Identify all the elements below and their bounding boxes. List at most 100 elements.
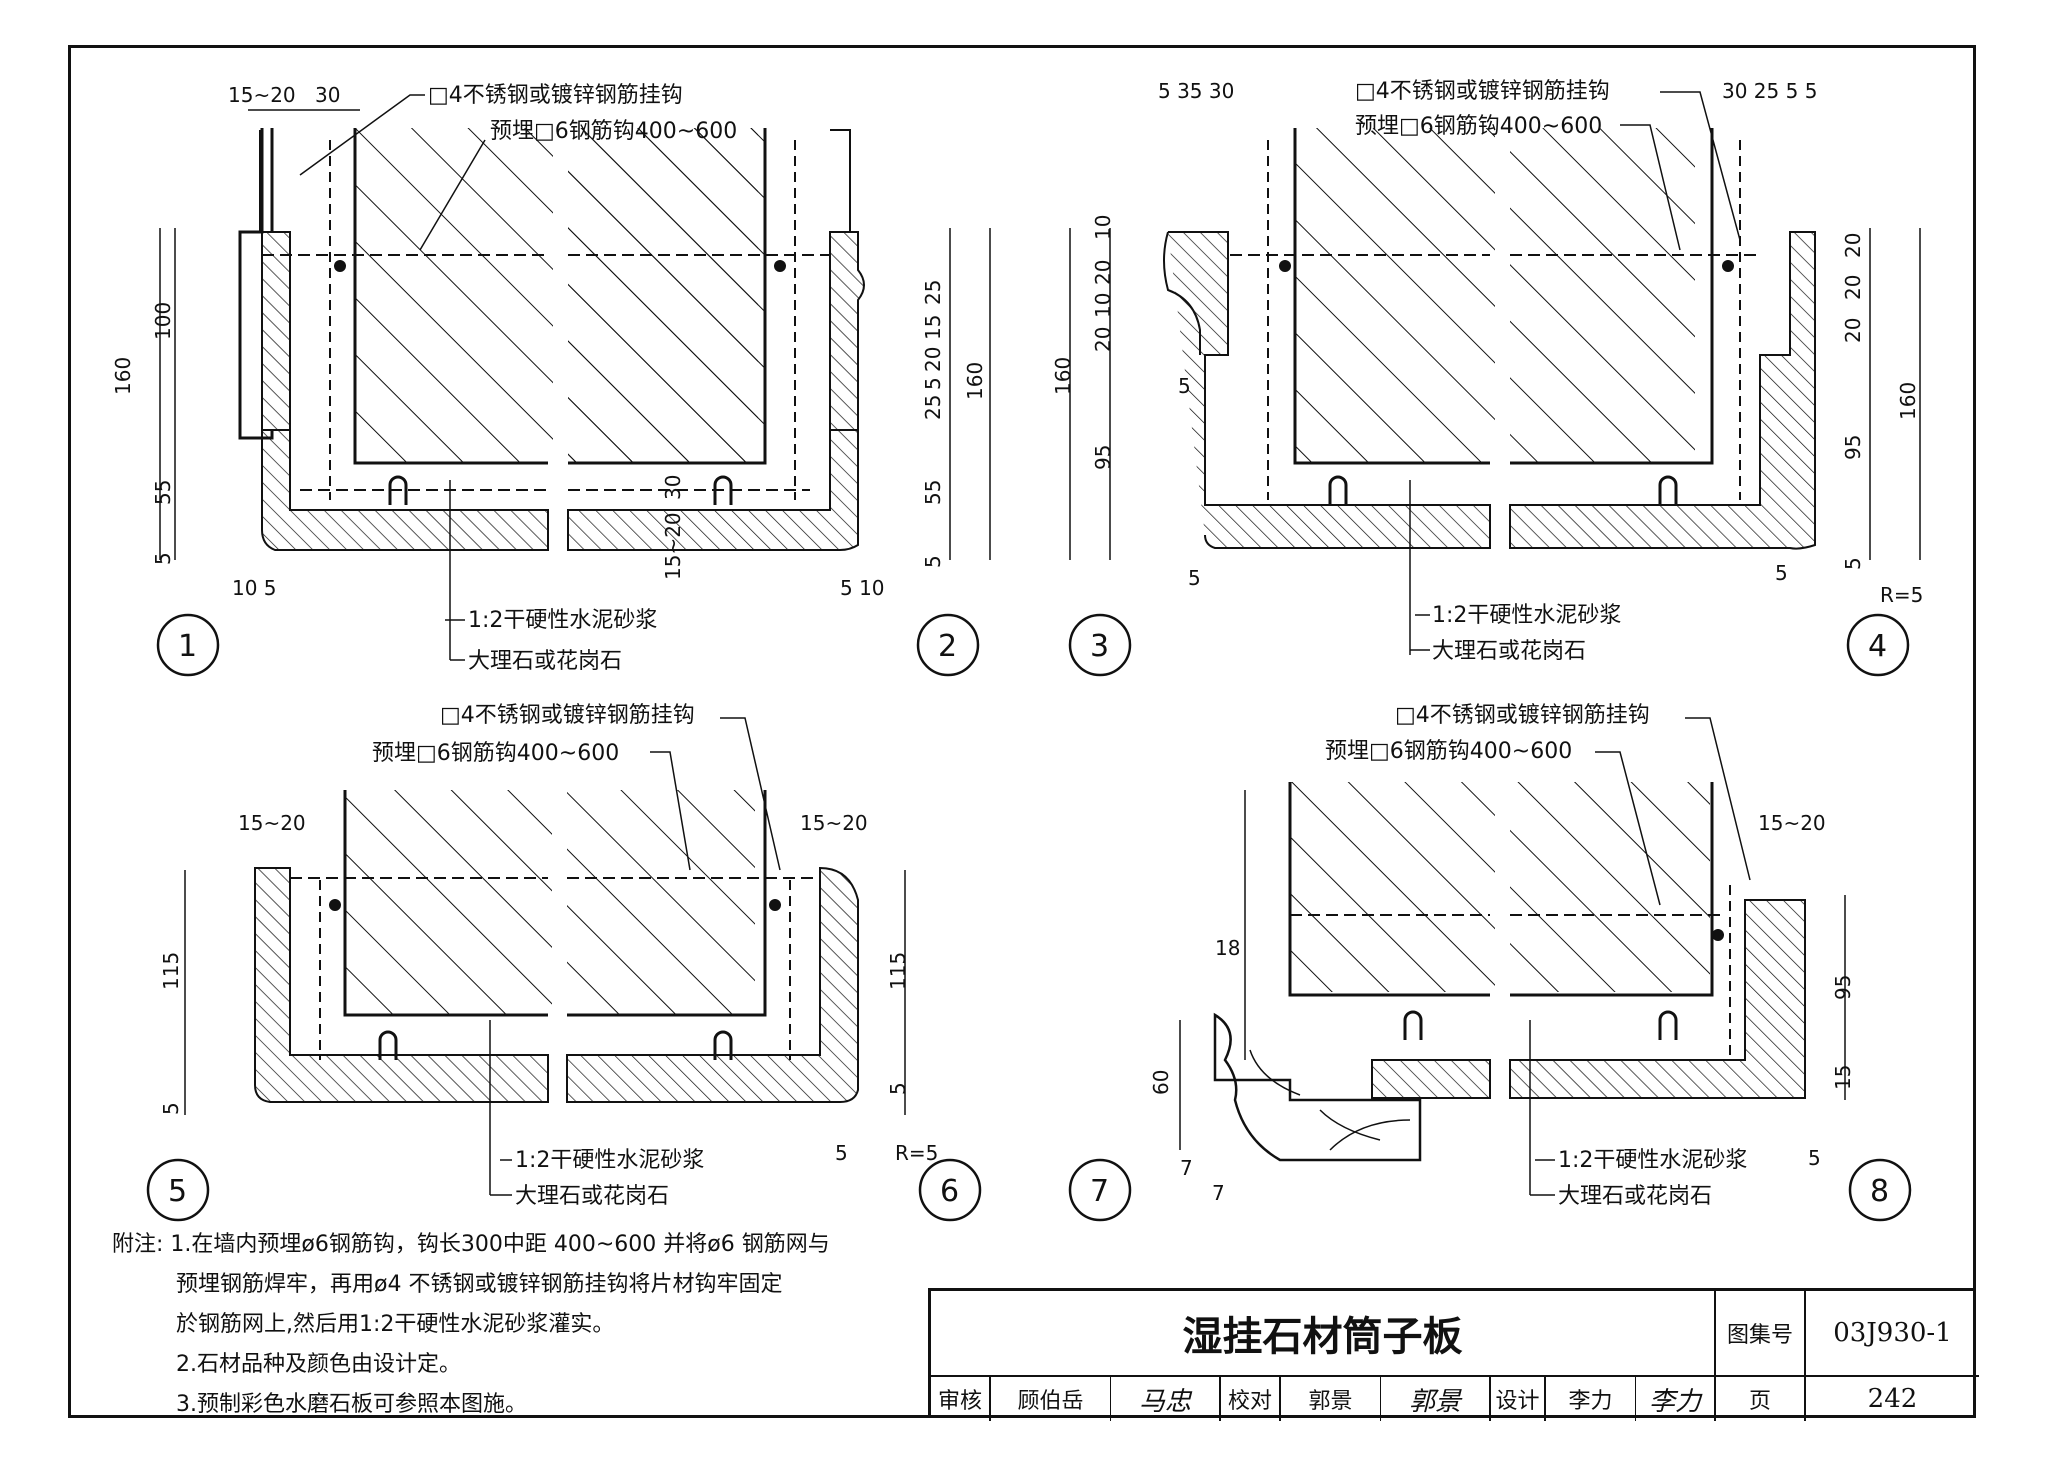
reviewer-name: 顾伯岳 — [991, 1377, 1111, 1421]
detail-number-6: 6 — [940, 1174, 959, 1209]
dim-d1-top-a: 15~20 — [228, 83, 296, 107]
dim-d1-160: 160 — [111, 357, 135, 395]
dim-d3-160: 160 — [1051, 357, 1075, 395]
detail-number-3: 3 — [1090, 629, 1109, 664]
atlas-label: 图集号 — [1716, 1291, 1806, 1377]
detail-number-8: 8 — [1870, 1174, 1889, 1209]
label-hook-3: □4不锈钢或镀锌钢筋挂钩 — [1355, 79, 1610, 104]
designer-signature: 李力 — [1636, 1377, 1716, 1421]
wall-hatch-right — [568, 128, 758, 463]
detail-1-2 — [156, 109, 991, 677]
note-1a: 1.在墙内预埋ø6钢筋钩，钩长300中距 400~600 并将ø6 钢筋网与 — [170, 1232, 830, 1257]
dim-d6-5b: 5 — [835, 1141, 848, 1165]
checker-name: 郭景 — [1281, 1377, 1381, 1421]
wall-hatch-5-6 — [345, 790, 755, 1015]
dim-d2-55: 55 — [921, 480, 945, 505]
dim-d5-115: 115 — [159, 952, 183, 990]
label-embed-7: 预埋□6钢筋钩400~600 — [1325, 739, 1572, 764]
dim-d3-20a: 20 — [1091, 260, 1115, 285]
label-mortar-3: 1:2干硬性水泥砂浆 — [1432, 603, 1621, 628]
dim-d4-5: 5 — [1841, 557, 1865, 570]
dim-mid-30: 30 — [661, 475, 685, 500]
detail-marker-8 — [1848, 1158, 1912, 1222]
dim-d7-7: 7 — [1180, 1156, 1193, 1180]
dim-d3-top: 5 35 30 — [1158, 79, 1234, 103]
designer-name: 李力 — [1546, 1377, 1636, 1421]
dim-d8-95: 95 — [1831, 975, 1855, 1000]
dim-mid-1520: 15~20 — [661, 512, 685, 580]
dim-d5-5: 5 — [159, 1102, 183, 1115]
dim-d2-25b: 25 — [921, 395, 945, 420]
label-mortar-5: 1:2干硬性水泥砂浆 — [515, 1148, 704, 1173]
note-1c: 於钢筋网上,然后用1:2干硬性水泥砂浆灌实。 — [176, 1312, 615, 1337]
dim-d1-bot: 10 5 — [232, 576, 277, 600]
dim-d4-5b: 5 — [1775, 561, 1788, 585]
detail-3-4 — [1068, 120, 1921, 677]
detail-marker-2 — [916, 613, 980, 677]
dim-d7-60: 60 — [1149, 1070, 1173, 1095]
checker-signature: 郭景 — [1381, 1377, 1491, 1421]
title-block: 湿挂石材筒子板 图集号 03J930-1 审核 顾伯岳 马忠 校对 郭景 郭景 … — [928, 1288, 1979, 1421]
label-hook-1: □4不锈钢或镀锌钢筋挂钩 — [428, 83, 683, 108]
dim-d3-5b: 5 — [1188, 566, 1201, 590]
dim-d3-20b: 20 — [1091, 327, 1115, 352]
detail-number-1: 1 — [178, 629, 197, 664]
detail-number-2: 2 — [938, 629, 957, 664]
dim-d3-5: 5 — [1178, 374, 1191, 398]
detail-marker-4 — [1846, 613, 1910, 677]
dim-d5-top: 15~20 — [238, 811, 306, 835]
drawing-frame — [68, 45, 1976, 1418]
dim-d3-10: 10 — [1091, 215, 1115, 240]
notes: 附注: 1.在墙内预埋ø6钢筋钩，钩长300中距 400~600 并将ø6 钢筋… — [112, 1225, 830, 1425]
dim-d1-top-b: 30 — [315, 83, 340, 107]
page-label: 页 — [1716, 1377, 1806, 1421]
label-hook-5: □4不锈钢或镀锌钢筋挂钩 — [440, 703, 695, 728]
page-number: 242 — [1867, 1384, 1918, 1414]
dim-d4-r: R=5 — [1880, 583, 1923, 607]
dim-d8-5: 5 — [1808, 1146, 1821, 1170]
dim-d2-25a: 25 — [921, 280, 945, 305]
label-embed-3: 预埋□6钢筋钩400~600 — [1355, 114, 1602, 139]
label-hook-7: □4不锈钢或镀锌钢筋挂钩 — [1395, 703, 1650, 728]
dim-d2-160: 160 — [963, 362, 987, 400]
dim-d2-5b: 5 — [921, 555, 945, 568]
dim-d6-r: R=5 — [895, 1141, 938, 1165]
design-label: 设计 — [1491, 1377, 1546, 1421]
label-mortar-7: 1:2干硬性水泥砂浆 — [1558, 1148, 1747, 1173]
dim-d8-15: 15 — [1831, 1065, 1855, 1090]
dim-d6-115: 115 — [886, 952, 910, 990]
dim-d2-bot: 5 10 — [840, 576, 885, 600]
dim-d7-7b: 7 — [1212, 1181, 1225, 1205]
notes-prefix: 附注 — [112, 1232, 157, 1257]
note-2: 2.石材品种及颜色由设计定。 — [176, 1352, 461, 1377]
label-stone-7: 大理石或花岗石 — [1558, 1184, 1712, 1209]
detail-marker-5 — [146, 1158, 210, 1222]
dim-d4-top: 30 25 5 5 — [1722, 79, 1817, 103]
note-1b: 预埋钢筋焊牢，再用ø4 不锈钢或镀锌钢筋挂钩将片材钩牢固定 — [176, 1272, 783, 1297]
dim-d1-55: 55 — [151, 480, 175, 505]
dim-d6-5: 5 — [886, 1082, 910, 1095]
dim-d6-top: 15~20 — [800, 811, 868, 835]
dim-d4-20a: 20 — [1841, 233, 1865, 258]
label-stone-5: 大理石或花岗石 — [515, 1184, 669, 1209]
dim-d4-20c: 20 — [1841, 318, 1865, 343]
atlas-number: 03J930-1 — [1806, 1291, 1979, 1377]
detail-7-8 — [1068, 775, 1912, 1222]
detail-number-7: 7 — [1090, 1174, 1109, 1209]
dim-d8-top: 15~20 — [1758, 811, 1826, 835]
reviewer-signature: 马忠 — [1111, 1377, 1221, 1421]
check-label: 校对 — [1221, 1377, 1281, 1421]
detail-marker-1 — [156, 613, 220, 677]
label-stone-3: 大理石或花岗石 — [1432, 639, 1586, 664]
detail-number-5: 5 — [168, 1174, 187, 1209]
detail-marker-6 — [918, 1158, 982, 1222]
detail-marker-7 — [1068, 1158, 1132, 1222]
dim-d4-95: 95 — [1841, 435, 1865, 460]
drawing-title: 湿挂石材筒子板 — [931, 1291, 1716, 1377]
dim-d7-18: 18 — [1215, 936, 1240, 960]
label-stone-1: 大理石或花岗石 — [468, 649, 622, 674]
label-embed-1: 预埋□6钢筋钩400~600 — [490, 119, 737, 144]
dim-d4-160: 160 — [1896, 382, 1920, 420]
dim-d3-10b: 10 — [1091, 293, 1115, 318]
